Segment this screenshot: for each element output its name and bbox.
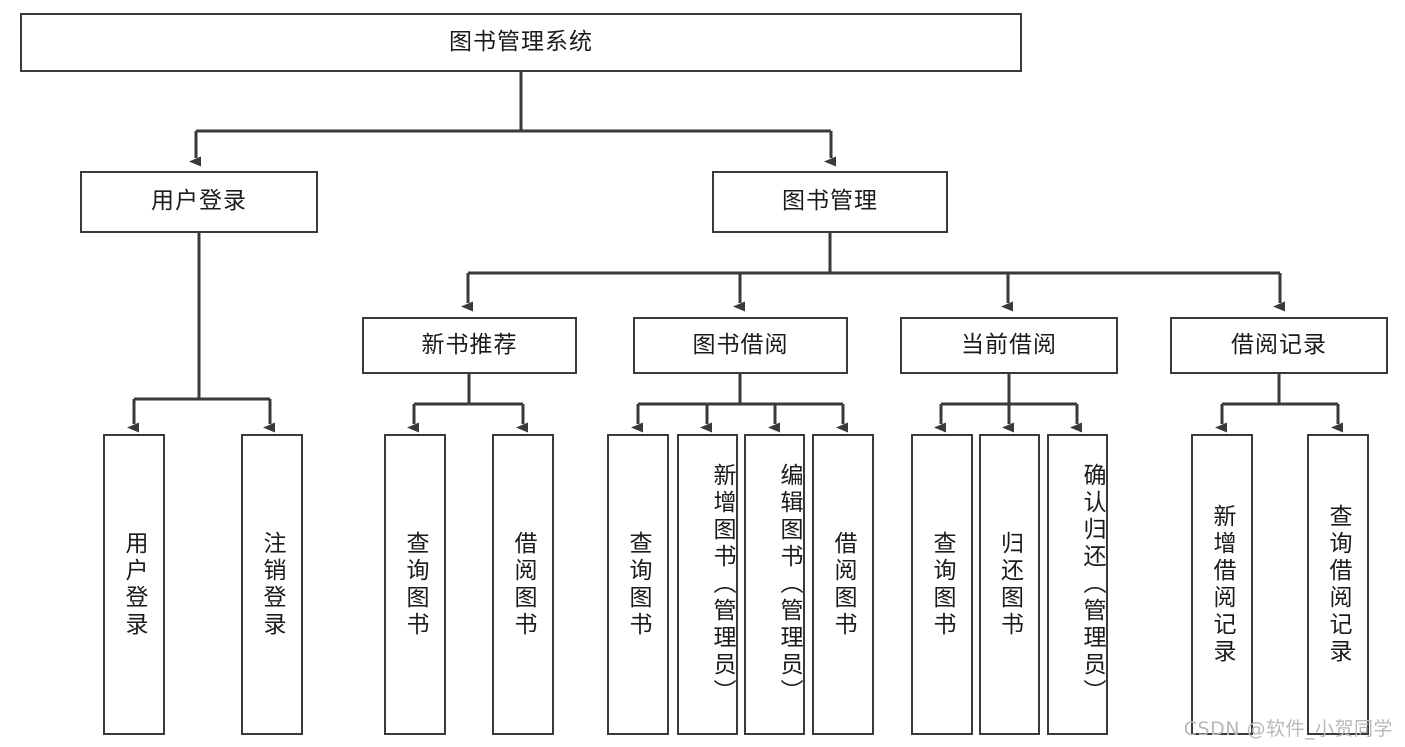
- node-label: 借阅图书: [510, 530, 537, 639]
- node-label: 确认归还（管理员）: [1079, 463, 1105, 706]
- node-label: 用户登录: [151, 188, 247, 215]
- node-leaf-query-book-1[interactable]: 查询图书: [384, 434, 446, 735]
- node-leaf-query-record[interactable]: 查询借阅记录: [1307, 434, 1369, 735]
- node-label: 借阅记录: [1231, 331, 1327, 358]
- node-label: 注销登录: [259, 530, 286, 639]
- node-label: 图书管理系统: [449, 28, 593, 55]
- node-label: 查询图书: [402, 530, 429, 639]
- node-leaf-borrow-book-1[interactable]: 借阅图书: [492, 434, 554, 735]
- node-leaf-query-book-2[interactable]: 查询图书: [607, 434, 669, 735]
- node-leaf-confirm-return[interactable]: 确认归还（管理员）: [1047, 434, 1108, 735]
- node-borrow-record[interactable]: 借阅记录: [1170, 317, 1388, 374]
- node-leaf-edit-book[interactable]: 编辑图书（管理员）: [744, 434, 805, 735]
- node-label: 图书借阅: [692, 331, 789, 358]
- node-leaf-logout-login[interactable]: 注销登录: [241, 434, 303, 735]
- node-user-login[interactable]: 用户登录: [80, 171, 318, 233]
- csdn-watermark: CSDN @软件_小贺同学: [1183, 718, 1393, 740]
- node-label: 查询图书: [625, 530, 652, 639]
- node-leaf-borrow-book-2[interactable]: 借阅图书: [812, 434, 874, 735]
- node-label: 借阅图书: [830, 530, 857, 639]
- node-label: 用户登录: [121, 530, 148, 639]
- node-label: 归还图书: [996, 530, 1023, 639]
- node-leaf-return-book[interactable]: 归还图书: [979, 434, 1040, 735]
- node-book-management-system[interactable]: 图书管理系统: [20, 13, 1022, 72]
- node-label: 新增图书（管理员）: [709, 463, 735, 706]
- node-new-book-recommend[interactable]: 新书推荐: [362, 317, 577, 374]
- node-book-management[interactable]: 图书管理: [712, 171, 948, 233]
- node-label: 图书管理: [782, 188, 878, 215]
- node-leaf-add-record[interactable]: 新增借阅记录: [1191, 434, 1253, 735]
- node-label: 查询图书: [929, 530, 956, 639]
- node-leaf-user-login[interactable]: 用户登录: [103, 434, 165, 735]
- node-leaf-query-book-3[interactable]: 查询图书: [911, 434, 973, 735]
- node-label: 查询借阅记录: [1325, 503, 1352, 666]
- node-label: 新增借阅记录: [1209, 503, 1236, 666]
- node-label: 新书推荐: [421, 331, 518, 358]
- node-current-borrow[interactable]: 当前借阅: [900, 317, 1118, 374]
- node-label: 当前借阅: [961, 331, 1057, 358]
- node-label: 编辑图书（管理员）: [776, 463, 802, 706]
- node-book-borrow[interactable]: 图书借阅: [633, 317, 848, 374]
- node-leaf-add-book[interactable]: 新增图书（管理员）: [677, 434, 738, 735]
